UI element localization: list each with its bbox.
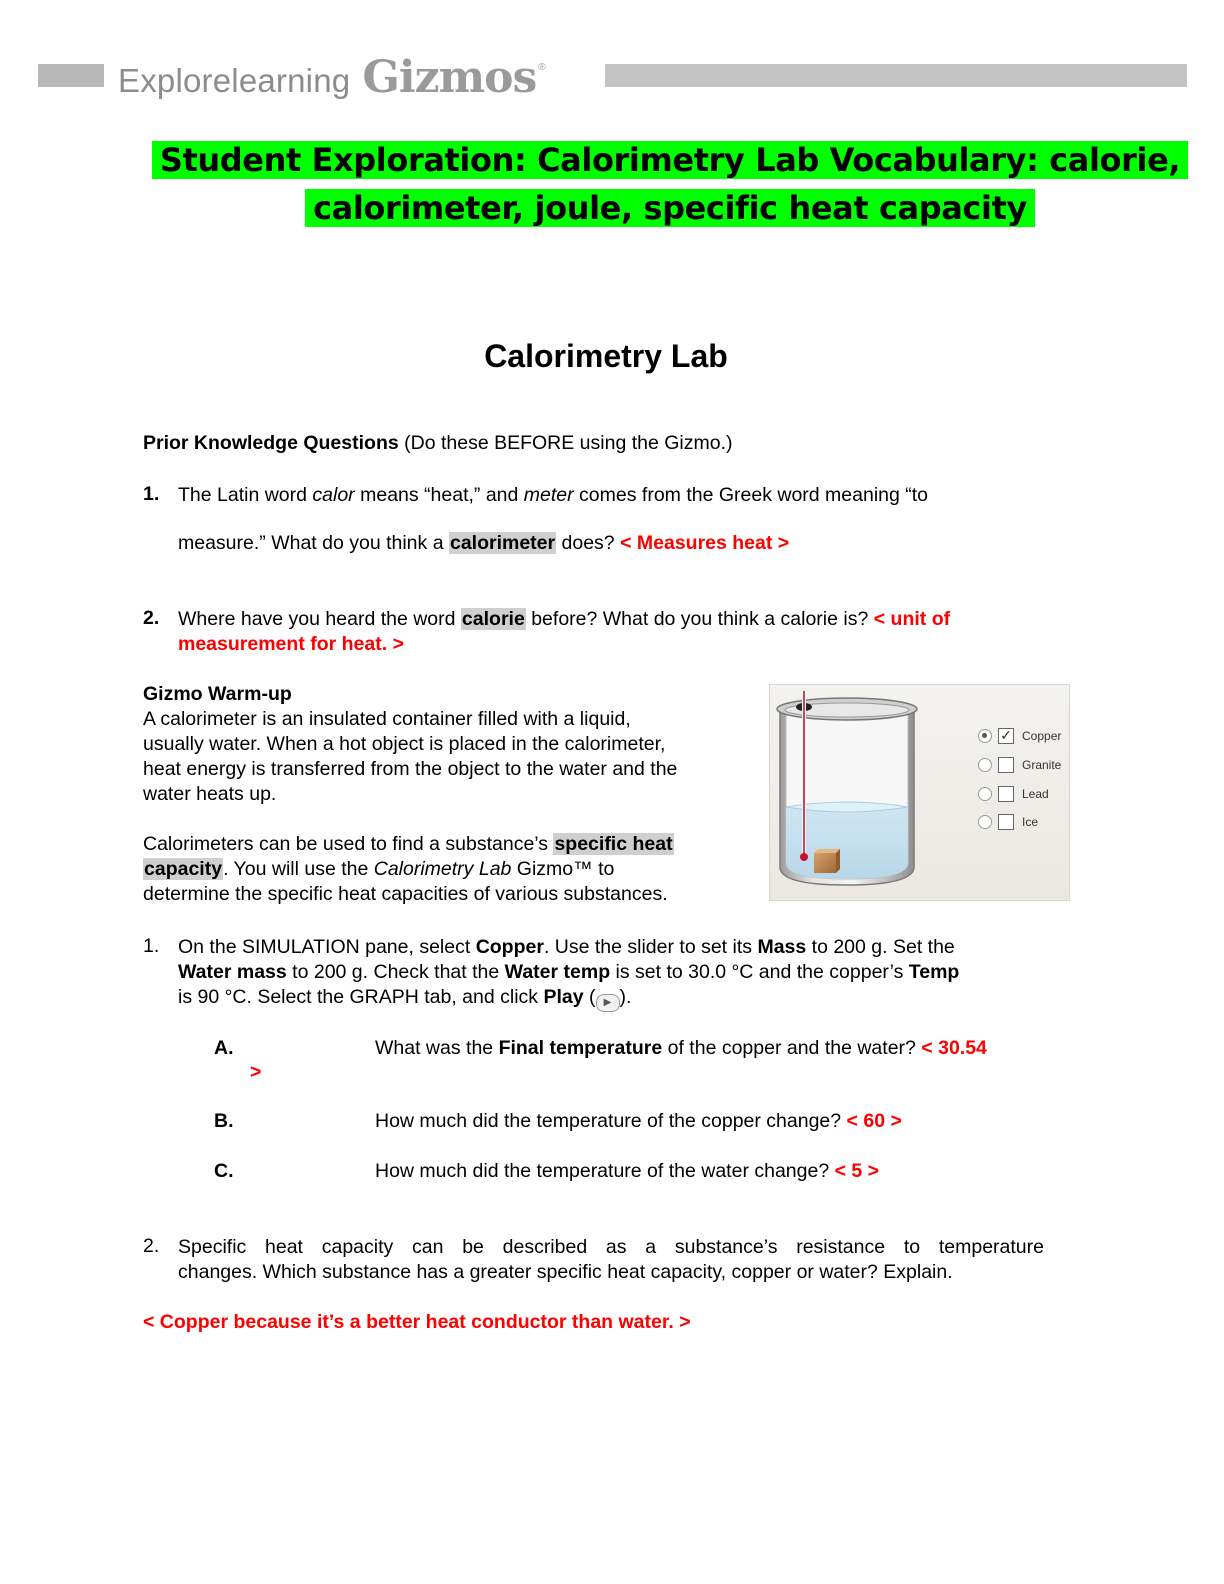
warmup-p1-line: heat energy is transferred from the obje…	[143, 758, 678, 780]
step-2-line-2: changes. Which substance has a greater s…	[178, 1261, 953, 1283]
term-calorimeter: calorimeter	[448, 532, 557, 554]
document-title-text: Student Exploration: Calorimetry Lab Voc…	[151, 141, 1189, 227]
step-2-question: Specific heat capacity can be described …	[178, 1235, 1044, 1285]
item-a-question: What was the Final temperature of the co…	[375, 1037, 987, 1059]
answer-b: < 60 >	[846, 1110, 902, 1132]
prior-knowledge-heading: Prior Knowledge Questions (Do these BEFO…	[143, 432, 733, 454]
logo-gizmos: Gizmos	[362, 52, 537, 103]
answer-a-part-2: >	[250, 1061, 262, 1083]
warmup-p1-line: water heats up.	[143, 783, 277, 805]
ice-checkbox[interactable]	[998, 814, 1014, 830]
answer-2-part-2: measurement for heat. >	[178, 633, 404, 655]
warmup-paragraph-1: A calorimeter is an insulated container …	[143, 707, 677, 807]
ice-radio[interactable]	[978, 815, 992, 829]
logo-explore: Explorelearning	[118, 62, 351, 99]
item-c-question: How much did the temperature of the wate…	[375, 1160, 880, 1182]
option-ice[interactable]: Ice	[978, 812, 1038, 832]
item-b-label: B.	[214, 1110, 234, 1132]
header-bar-left	[38, 64, 104, 87]
granite-radio[interactable]	[978, 758, 992, 772]
copper-checkbox[interactable]: ✓	[998, 728, 1014, 744]
explorelearning-gizmos-logo: Explorelearning Gizmos ®	[118, 52, 546, 103]
answer-c: < 5 >	[834, 1160, 880, 1182]
granite-label: Granite	[1022, 758, 1062, 772]
calorimeter-illustration	[776, 691, 918, 886]
answer-step-2: < Copper because it’s a better heat cond…	[143, 1311, 691, 1333]
lead-radio[interactable]	[978, 787, 992, 801]
header-bar-right	[605, 64, 1187, 87]
section-title: Calorimetry Lab	[484, 338, 728, 374]
answer-1: < Measures heat >	[620, 532, 790, 554]
item-a-label: A.	[214, 1037, 234, 1059]
step-2-number: 2.	[143, 1235, 160, 1257]
step-1-instructions: On the SIMULATION pane, select Copper. U…	[178, 935, 959, 1012]
warmup-paragraph-2: Calorimeters can be used to find a subst…	[143, 833, 674, 905]
step-1-number: 1.	[143, 935, 160, 957]
question-2-number: 2.	[143, 607, 160, 629]
question-1-number: 1.	[143, 483, 160, 505]
option-copper[interactable]: ✓ Copper	[978, 726, 1061, 746]
calorimeter-simulation-image: ✓ Copper Granite Lead Ice	[769, 684, 1070, 901]
question-1-line-2: measure.” What do you think a calorimete…	[178, 532, 790, 554]
warmup-p1-line: usually water. When a hot object is plac…	[143, 733, 666, 755]
copper-label: Copper	[1022, 729, 1062, 743]
logo-registered-mark: ®	[538, 62, 546, 73]
term-calorie: calorie	[460, 608, 526, 630]
option-lead[interactable]: Lead	[978, 784, 1049, 804]
answer-2-part-1: < unit of	[873, 608, 951, 630]
warmup-heading: Gizmo Warm-up	[143, 683, 292, 705]
item-b-question: How much did the temperature of the copp…	[375, 1110, 902, 1132]
play-icon[interactable]: ▶	[595, 994, 620, 1012]
lead-label: Lead	[1022, 787, 1049, 801]
question-2-line-1: Where have you heard the word calorie be…	[178, 608, 951, 630]
ice-label: Ice	[1022, 815, 1039, 829]
option-granite[interactable]: Granite	[978, 755, 1061, 775]
answer-a-part-1: < 30.54	[921, 1037, 987, 1059]
lead-checkbox[interactable]	[998, 786, 1014, 802]
term-capacity: capacity	[143, 858, 224, 880]
item-c-label: C.	[214, 1160, 234, 1182]
warmup-p1-line: A calorimeter is an insulated container …	[143, 708, 631, 730]
granite-checkbox[interactable]	[998, 757, 1014, 773]
term-specific-heat: specific heat	[553, 833, 674, 855]
document-title: Student Exploration: Calorimetry Lab Voc…	[150, 136, 1190, 232]
question-1-line-1: The Latin word calor means “heat,” and m…	[178, 484, 929, 506]
copper-radio[interactable]	[978, 729, 992, 743]
step-2-line-1: Specific heat capacity can be described …	[178, 1236, 1044, 1258]
